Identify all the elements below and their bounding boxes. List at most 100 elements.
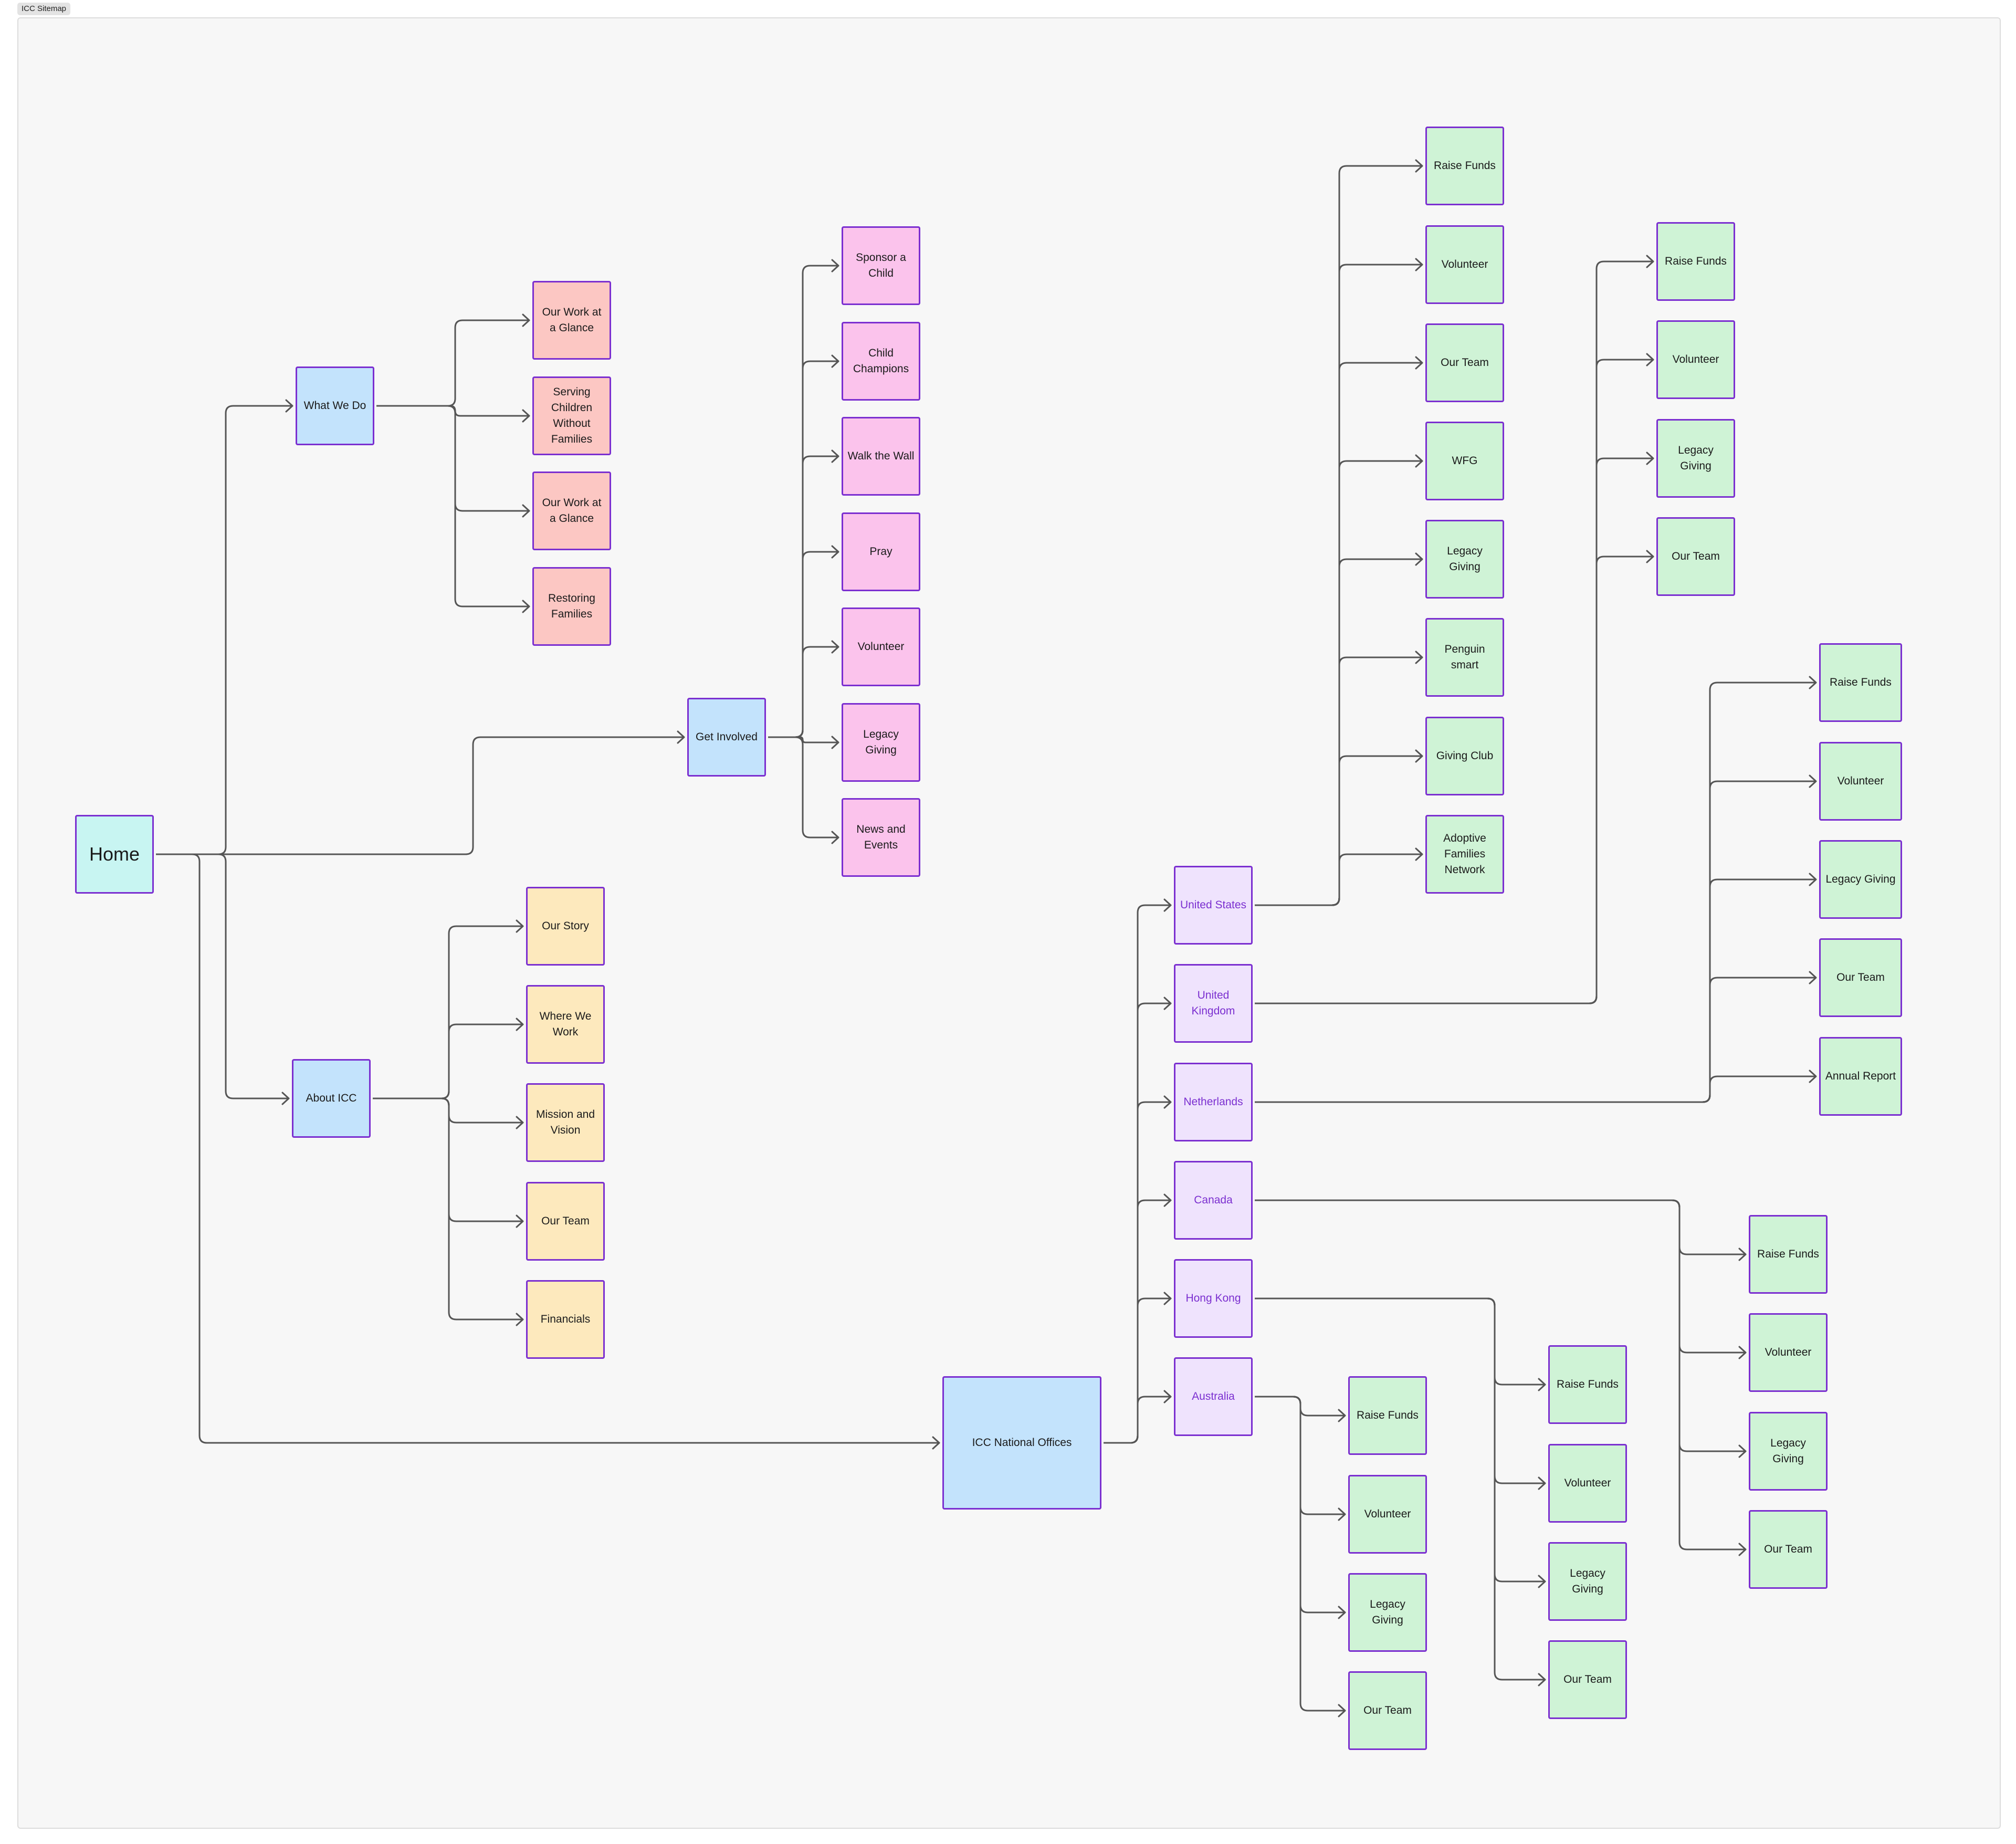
node-au-volunteer[interactable]: Volunteer [1348, 1475, 1427, 1554]
node-serving-children-without-families[interactable]: Serving Children Without Families [532, 376, 611, 455]
node-us-our-team[interactable]: Our Team [1425, 323, 1504, 402]
node-uk-volunteer[interactable]: Volunteer [1656, 320, 1735, 399]
arrowhead-hk-our-team [1538, 1673, 1546, 1686]
arrowhead-au-volunteer [1338, 1507, 1346, 1521]
connector-get-involved [156, 736, 684, 855]
node-child-champions[interactable]: Child Champions [842, 322, 920, 401]
connector-financials [373, 1097, 523, 1321]
node-nl-raise-funds[interactable]: Raise Funds [1819, 643, 1902, 722]
connector-hk-our-team [1255, 1297, 1545, 1681]
node-nl-legacy-giving[interactable]: Legacy Giving [1819, 840, 1902, 919]
arrowhead-nl-our-team [1809, 971, 1817, 984]
connector-our-work-at-a-glance [376, 319, 529, 407]
connector-nl-annual-report [1255, 1075, 1816, 1103]
connector-restoring-families [376, 405, 529, 607]
node-hk-legacy-giving[interactable]: Legacy Giving [1548, 1542, 1627, 1621]
connector-hk-raise-funds [1255, 1297, 1545, 1386]
node-restoring-families[interactable]: Restoring Families [532, 567, 611, 646]
node-ca-volunteer[interactable]: Volunteer [1749, 1313, 1828, 1392]
arrowhead-us-penguin-smart [1415, 651, 1423, 664]
node-united-states[interactable]: United States [1174, 866, 1253, 945]
arrowhead-about-icc [281, 1092, 290, 1105]
node-get-involved[interactable]: Get Involved [687, 698, 766, 777]
arrowhead-hk-raise-funds [1538, 1378, 1546, 1391]
connector-where-we-work [373, 1023, 523, 1099]
arrowhead-nl-volunteer [1809, 774, 1817, 788]
arrowhead-our-team [516, 1214, 524, 1228]
node-nl-our-team[interactable]: Our Team [1819, 938, 1902, 1017]
arrowhead-restoring-families [522, 600, 530, 613]
node-hk-volunteer[interactable]: Volunteer [1548, 1444, 1627, 1523]
arrowhead-sponsor-a-child [831, 259, 839, 273]
arrowhead-uk-raise-funds [1646, 255, 1654, 268]
arrowhead-ca-volunteer [1738, 1346, 1747, 1359]
node-australia[interactable]: Australia [1174, 1357, 1253, 1436]
connector-our-team [373, 1097, 523, 1222]
node-about-icc[interactable]: About ICC [292, 1059, 371, 1138]
node-our-work-at-a-glance[interactable]: Our Work at a Glance [532, 281, 611, 360]
node-hong-kong[interactable]: Hong Kong [1174, 1259, 1253, 1338]
node-walk-the-wall[interactable]: Walk the Wall [842, 417, 920, 496]
arrowhead-get-involved [677, 730, 685, 744]
arrowhead-mission-and-vision [516, 1116, 524, 1129]
arrowhead-netherlands [1163, 1095, 1172, 1109]
node-au-raise-funds[interactable]: Raise Funds [1348, 1376, 1427, 1455]
arrowhead-us-legacy-giving [1415, 552, 1423, 566]
node-legacy-giving[interactable]: Legacy Giving [842, 703, 920, 782]
node-news-and-events[interactable]: News and Events [842, 798, 920, 877]
node-our-team[interactable]: Our Team [526, 1182, 605, 1261]
node-sponsor-a-child[interactable]: Sponsor a Child [842, 226, 920, 305]
connector-ca-raise-funds [1255, 1199, 1746, 1255]
node-us-wfg[interactable]: WFG [1425, 422, 1504, 500]
node-uk-our-team[interactable]: Our Team [1656, 517, 1735, 596]
arrowhead-our-work-at-a-glance-2 [522, 504, 530, 518]
node-canada[interactable]: Canada [1174, 1161, 1253, 1240]
connector-about-icc [156, 853, 289, 1099]
node-home[interactable]: Home [75, 815, 154, 894]
arrowhead-news-and-events [831, 831, 839, 844]
node-us-legacy-giving[interactable]: Legacy Giving [1425, 520, 1504, 599]
node-netherlands[interactable]: Netherlands [1174, 1063, 1253, 1141]
connector-news-and-events [768, 736, 838, 839]
node-us-giving-club[interactable]: Giving Club [1425, 717, 1504, 795]
node-hk-our-team[interactable]: Our Team [1548, 1640, 1627, 1719]
arrowhead-us-adoptive-families-network [1415, 847, 1423, 861]
node-financials[interactable]: Financials [526, 1280, 605, 1359]
node-our-work-at-a-glance-2[interactable]: Our Work at a Glance [532, 472, 611, 550]
arrowhead-us-giving-club [1415, 749, 1423, 763]
node-uk-raise-funds[interactable]: Raise Funds [1656, 222, 1735, 301]
node-hk-raise-funds[interactable]: Raise Funds [1548, 1345, 1627, 1424]
node-us-adoptive-families-network[interactable]: Adoptive Families Network [1425, 815, 1504, 894]
connector-uk-our-team [1255, 556, 1653, 1004]
arrowhead-volunteer [831, 640, 839, 654]
connector-ca-legacy-giving [1255, 1199, 1746, 1452]
connector-our-work-at-a-glance-2 [376, 405, 529, 512]
arrowhead-nl-annual-report [1809, 1070, 1817, 1083]
node-where-we-work[interactable]: Where We Work [526, 985, 605, 1064]
node-us-penguin-smart[interactable]: Penguin smart [1425, 618, 1504, 697]
node-au-our-team[interactable]: Our Team [1348, 1671, 1427, 1750]
node-nl-annual-report[interactable]: Annual Report [1819, 1037, 1902, 1116]
arrowhead-serving-children-without-families [522, 409, 530, 423]
node-icc-national-offices[interactable]: ICC National Offices [942, 1376, 1101, 1510]
arrowhead-our-story [516, 919, 524, 933]
node-us-volunteer[interactable]: Volunteer [1425, 225, 1504, 304]
node-ca-legacy-giving[interactable]: Legacy Giving [1749, 1412, 1828, 1491]
node-our-story[interactable]: Our Story [526, 887, 605, 966]
arrowhead-hong-kong [1163, 1292, 1172, 1305]
node-ca-our-team[interactable]: Our Team [1749, 1510, 1828, 1589]
node-united-kingdom[interactable]: United Kingdom [1174, 964, 1253, 1043]
node-what-we-do[interactable]: What We Do [296, 366, 374, 445]
arrowhead-au-legacy-giving [1338, 1606, 1346, 1619]
node-pray[interactable]: Pray [842, 512, 920, 591]
node-us-raise-funds[interactable]: Raise Funds [1425, 127, 1504, 205]
node-ca-raise-funds[interactable]: Raise Funds [1749, 1215, 1828, 1294]
connector-us-adoptive-families-network [1255, 853, 1422, 906]
node-mission-and-vision[interactable]: Mission and Vision [526, 1083, 605, 1162]
node-volunteer[interactable]: Volunteer [842, 607, 920, 686]
arrowhead-united-states [1163, 898, 1172, 912]
node-nl-volunteer[interactable]: Volunteer [1819, 742, 1902, 821]
arrowhead-australia [1163, 1390, 1172, 1403]
node-au-legacy-giving[interactable]: Legacy Giving [1348, 1573, 1427, 1652]
node-uk-legacy-giving[interactable]: Legacy Giving [1656, 419, 1735, 498]
